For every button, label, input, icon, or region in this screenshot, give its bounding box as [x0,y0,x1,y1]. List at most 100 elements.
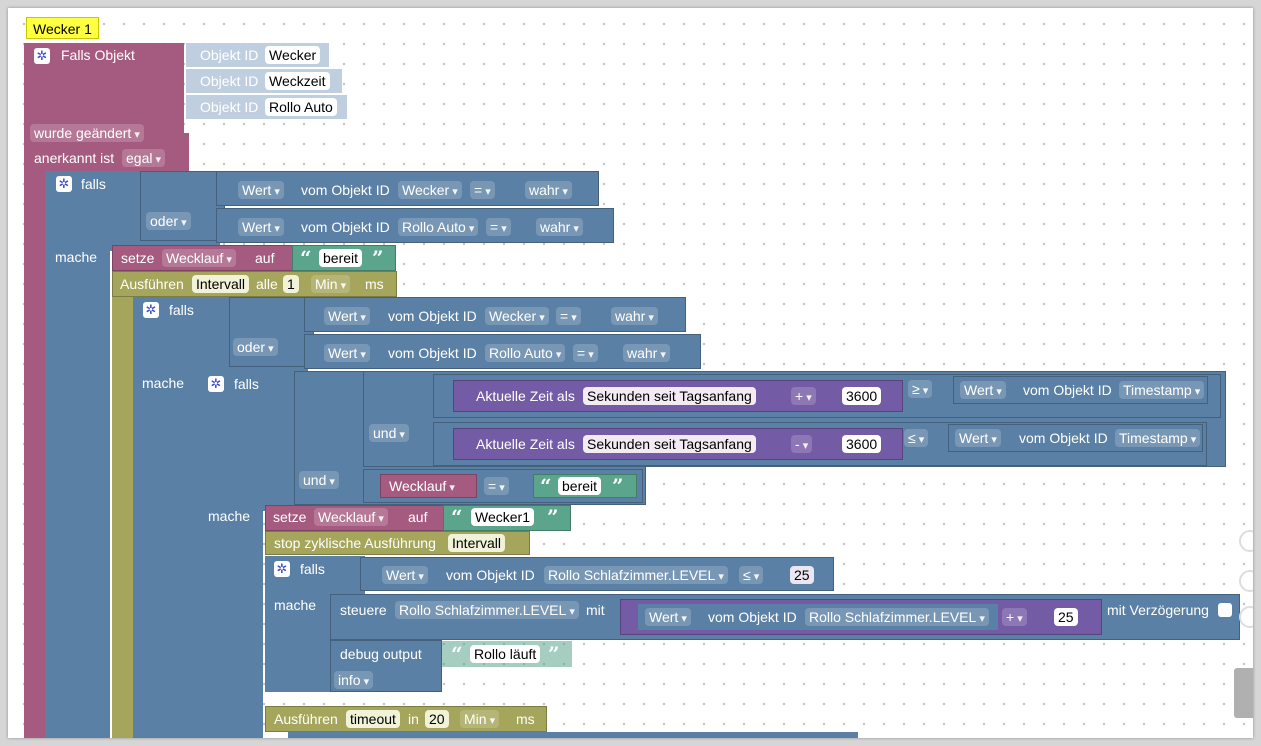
object-id-label: vom Objekt ID [446,567,535,583]
object-id-value[interactable]: Weckzeit [265,72,330,90]
timeout-number-field[interactable]: 20 [425,710,449,728]
set-keyword: setze [273,509,307,525]
ack-label: anerkannt ist [34,150,115,166]
delay-label: mit Verzögerung [1107,602,1209,618]
object-id-value[interactable]: Rollo Auto [265,98,337,116]
and-dropdown[interactable]: und [299,471,339,489]
object-id-field[interactable]: Wecker [398,181,462,199]
unit-dropdown[interactable]: Min [460,710,500,728]
operator-dropdown[interactable]: = [484,477,509,495]
or-block[interactable] [140,171,225,241]
ack-dropdown[interactable]: egal [122,149,166,167]
quote-close-icon: ” [547,505,559,529]
operator-dropdown[interactable]: ≤ [739,566,764,584]
or-dropdown[interactable]: oder [233,338,278,356]
and-dropdown[interactable]: und [369,424,409,442]
operator-dropdown[interactable]: = [573,344,598,362]
math-operator-dropdown[interactable]: + [791,387,816,405]
delay-checkbox[interactable] [1218,603,1232,617]
boolean-dropdown[interactable]: wahr [623,344,670,362]
or-block[interactable] [229,297,314,367]
object-id-field[interactable]: Timestamp [1115,429,1201,447]
object-id-field[interactable]: Rollo Auto [485,344,566,362]
every-keyword: alle [256,276,278,292]
text-value[interactable]: Wecker1 [471,508,534,526]
value-dropdown[interactable]: Wert [238,181,284,199]
number-field[interactable]: 3600 [842,387,882,405]
object-id-field[interactable]: Rollo Schlafzimmer.LEVEL [395,601,579,619]
quote-close-icon: ” [548,642,560,666]
value-dropdown[interactable]: Wert [645,608,691,626]
object-id-field[interactable]: Rollo Schlafzimmer.LEVEL [544,566,728,584]
operator-dropdown[interactable]: = [556,307,581,325]
value-dropdown[interactable]: Wert [382,566,428,584]
time-dropdown[interactable]: Sekunden seit Tagsanfang [583,387,756,405]
if-block[interactable] [198,371,298,511]
if-block-arm [133,377,198,738]
time-label: Aktuelle Zeit als [476,388,575,404]
operator-dropdown[interactable]: = [470,181,495,199]
in-keyword: in [408,711,419,727]
blockly-workspace[interactable]: Wecker 1 ✲ Falls Objekt Objekt ID Wecker… [8,8,1253,738]
gear-icon[interactable]: ✲ [143,302,159,318]
log-level-dropdown[interactable]: info [334,671,374,689]
gear-icon[interactable]: ✲ [208,376,224,392]
value-dropdown[interactable]: Wert [324,307,370,325]
value-dropdown[interactable]: Wert [960,381,1006,399]
interval-name-field[interactable]: Intervall [448,534,506,552]
variable-dropdown[interactable]: Wecklauf [162,249,236,267]
zoom-reset-icon[interactable] [1239,530,1253,552]
text-value[interactable]: Rollo läuft [470,645,541,663]
block-comment[interactable]: Wecker 1 [26,17,99,39]
number-field[interactable]: 25 [1054,608,1078,626]
timeout-name-field[interactable]: timeout [346,710,400,728]
ms-label: ms [365,276,384,292]
variable-dropdown[interactable]: Wecklauf [314,508,388,526]
or-dropdown[interactable]: oder [146,212,191,230]
text-value[interactable]: bereit [558,477,602,495]
if-keyword: falls [81,176,106,192]
boolean-dropdown[interactable]: wahr [536,218,583,236]
run-keyword: Ausführen [274,711,338,727]
event-block[interactable] [24,43,184,133]
value-dropdown[interactable]: Wert [955,429,1001,447]
compare-operator-dropdown[interactable]: ≥ [908,380,933,398]
value-dropdown[interactable]: Wert [324,344,370,362]
math-operator-dropdown[interactable]: + [1002,608,1027,626]
text-value[interactable]: bereit [319,249,363,267]
object-id-field[interactable]: Rollo Schlafzimmer.LEVEL [805,608,989,626]
operator-dropdown[interactable]: = [486,218,511,236]
math-operator-dropdown[interactable]: - [791,435,813,453]
quote-close-icon: ” [612,474,624,498]
number-field[interactable]: 3600 [842,435,882,453]
object-id-label: Objekt ID [200,73,259,89]
unit-dropdown[interactable]: Min [311,275,351,293]
interval-name-field[interactable]: Intervall [192,275,250,293]
boolean-dropdown[interactable]: wahr [611,307,658,325]
trigger-dropdown[interactable]: wurde geändert [30,124,144,142]
interval-number-field[interactable]: 1 [283,275,299,293]
zoom-in-icon[interactable] [1239,570,1253,592]
value-dropdown[interactable]: Wert [238,218,284,236]
compare-operator-dropdown[interactable]: ≤ [904,429,929,447]
boolean-dropdown[interactable]: wahr [525,181,572,199]
object-id-value[interactable]: Wecker [265,46,321,64]
if-keyword: falls [169,302,194,318]
object-id-label: vom Objekt ID [388,345,477,361]
variable-dropdown[interactable]: Wecklauf [385,477,459,495]
gear-icon[interactable]: ✲ [56,176,72,192]
zoom-out-icon[interactable] [1239,606,1253,628]
object-id-field[interactable]: Rollo Auto [398,218,479,236]
control-keyword: steuere [340,602,387,618]
object-id-field[interactable]: Wecker [485,307,549,325]
timeout-block[interactable] [265,706,547,732]
time-dropdown[interactable]: Sekunden seit Tagsanfang [583,435,756,453]
trash-icon[interactable] [1234,668,1253,718]
ms-label: ms [516,711,535,727]
number-field[interactable]: 25 [790,566,814,584]
stop-label: stop zyklische Ausführung [274,535,436,551]
object-id-field[interactable]: Timestamp [1119,381,1205,399]
gear-icon[interactable]: ✲ [274,561,290,577]
gear-icon[interactable]: ✲ [34,48,50,64]
next-block-edge [288,732,858,738]
